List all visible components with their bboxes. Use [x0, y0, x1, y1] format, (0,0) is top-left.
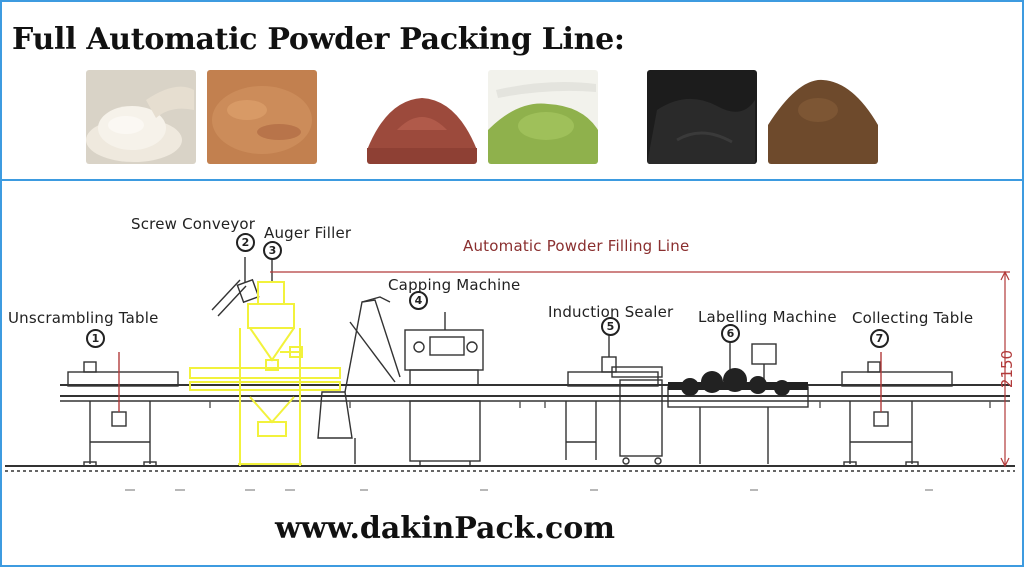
tan-powder-photo	[207, 70, 317, 164]
station-number-2: 2	[236, 233, 255, 252]
station-label-unscrambling-table: Unscrambling Table	[8, 309, 159, 327]
station-label-auger-filler: Auger Filler	[264, 224, 352, 242]
station-number-7: 7	[870, 329, 889, 348]
station-number-1: 1	[86, 329, 105, 348]
page-title: Full Automatic Powder Packing Line:	[12, 22, 625, 57]
filling-line-drawing	[5, 257, 1015, 491]
height-dimension-label: 2150	[998, 349, 1017, 389]
website-url: www.dakinPack.com	[274, 511, 616, 546]
section-divider	[0, 179, 1024, 181]
station-number-5: 5	[601, 317, 620, 336]
station-number-6: 6	[721, 324, 740, 343]
station-number-3: 3	[263, 241, 282, 260]
line-title: Automatic Powder Filling Line	[463, 237, 690, 255]
station-label-labelling-machine: Labelling Machine	[698, 308, 837, 326]
station-label-capping-machine: Capping Machine	[388, 276, 521, 294]
station-label-collecting-table: Collecting Table	[852, 309, 974, 327]
cocoa-powder-photo	[367, 70, 477, 164]
white-flour-powder-photo	[86, 70, 196, 164]
brown-powder-photo	[768, 70, 878, 164]
station-label-screw-conveyor: Screw Conveyor	[131, 215, 256, 233]
black-powder-photo	[647, 70, 757, 164]
station-number-4: 4	[409, 291, 428, 310]
station-label-induction-sealer: Induction Sealer	[548, 303, 674, 321]
matcha-green-powder-photo	[488, 70, 598, 164]
